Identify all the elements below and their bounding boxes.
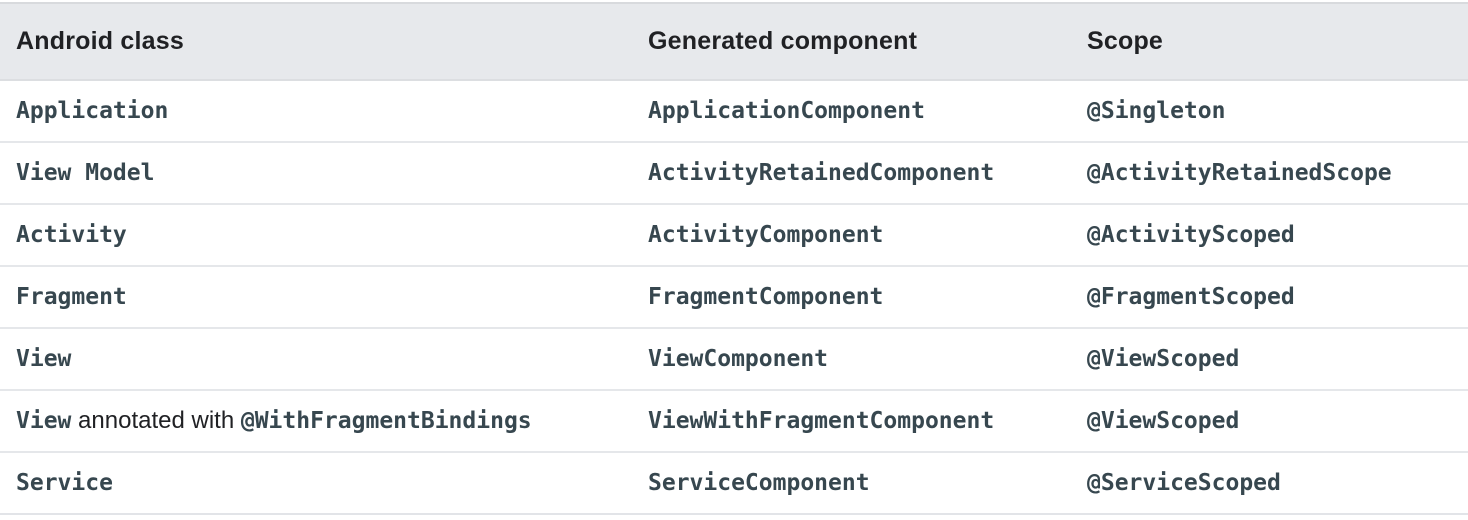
- cell-android-class: View annotated with @WithFragmentBinding…: [0, 390, 632, 453]
- cell-generated-component: ApplicationComponent: [632, 80, 1071, 143]
- scope-code-text: @FragmentScoped: [1087, 284, 1295, 310]
- cell-scope: @Singleton: [1071, 80, 1468, 143]
- component-code-text: ApplicationComponent: [648, 98, 925, 124]
- cell-generated-component: ActivityComponent: [632, 204, 1071, 267]
- table-row: Fragment FragmentComponent @FragmentScop…: [0, 266, 1468, 329]
- cell-generated-component: ViewComponent: [632, 328, 1071, 391]
- table-row: Service ServiceComponent @ServiceScoped: [0, 452, 1468, 515]
- android-class-code-text: View: [16, 346, 72, 372]
- android-class-code-text: Activity: [16, 222, 127, 248]
- cell-android-class: Fragment: [0, 266, 632, 329]
- component-code-text: ServiceComponent: [648, 470, 870, 496]
- component-code-text: ViewComponent: [648, 346, 829, 372]
- cell-scope: @ViewScoped: [1071, 390, 1468, 453]
- table-row: View Model ActivityRetainedComponent @Ac…: [0, 142, 1468, 205]
- android-class-code-text: Fragment: [16, 284, 127, 310]
- cell-generated-component: ServiceComponent: [632, 452, 1071, 515]
- table-header: Android class Generated component Scope: [0, 2, 1468, 81]
- cell-android-class: Activity: [0, 204, 632, 267]
- scope-code-text: @ViewScoped: [1087, 408, 1240, 434]
- android-class-code-text: View Model: [16, 160, 155, 186]
- scope-code-text: @ServiceScoped: [1087, 470, 1281, 496]
- scope-code-text: @Singleton: [1087, 98, 1226, 124]
- cell-scope: @ServiceScoped: [1071, 452, 1468, 515]
- component-code-text: ActivityRetainedComponent: [648, 160, 995, 186]
- component-code-text: FragmentComponent: [648, 284, 884, 310]
- cell-generated-component: ActivityRetainedComponent: [632, 142, 1071, 205]
- component-code-text: ActivityComponent: [648, 222, 884, 248]
- scope-code-text: @ViewScoped: [1087, 346, 1240, 372]
- cell-scope: @ViewScoped: [1071, 328, 1468, 391]
- cell-android-class: View: [0, 328, 632, 391]
- cell-android-class: Service: [0, 452, 632, 515]
- android-class-code-text: View: [16, 408, 72, 434]
- header-row: Android class Generated component Scope: [0, 2, 1468, 81]
- table-row: View ViewComponent @ViewScoped: [0, 328, 1468, 391]
- header-generated-component: Generated component: [632, 2, 1071, 81]
- table-body: Application ApplicationComponent @Single…: [0, 80, 1468, 515]
- cell-android-class: View Model: [0, 142, 632, 205]
- table-row: View annotated with @WithFragmentBinding…: [0, 390, 1468, 453]
- cell-generated-component: ViewWithFragmentComponent: [632, 390, 1071, 453]
- table-row: Activity ActivityComponent @ActivityScop…: [0, 204, 1468, 267]
- scope-code-text: @ActivityScoped: [1087, 222, 1295, 248]
- cell-generated-component: FragmentComponent: [632, 266, 1071, 329]
- android-class-plain-text: annotated with: [71, 407, 241, 434]
- scope-code-text: @ActivityRetainedScope: [1087, 160, 1392, 186]
- header-scope: Scope: [1071, 2, 1468, 81]
- android-class-code-text: @WithFragmentBindings: [240, 408, 532, 434]
- component-code-text: ViewWithFragmentComponent: [648, 408, 995, 434]
- table-row: Application ApplicationComponent @Single…: [0, 80, 1468, 143]
- android-class-code-text: Application: [16, 98, 169, 124]
- android-class-code-text: Service: [16, 470, 113, 496]
- cell-android-class: Application: [0, 80, 632, 143]
- cell-scope: @ActivityScoped: [1071, 204, 1468, 267]
- cell-scope: @FragmentScoped: [1071, 266, 1468, 329]
- header-android-class: Android class: [0, 2, 632, 81]
- cell-scope: @ActivityRetainedScope: [1071, 142, 1468, 205]
